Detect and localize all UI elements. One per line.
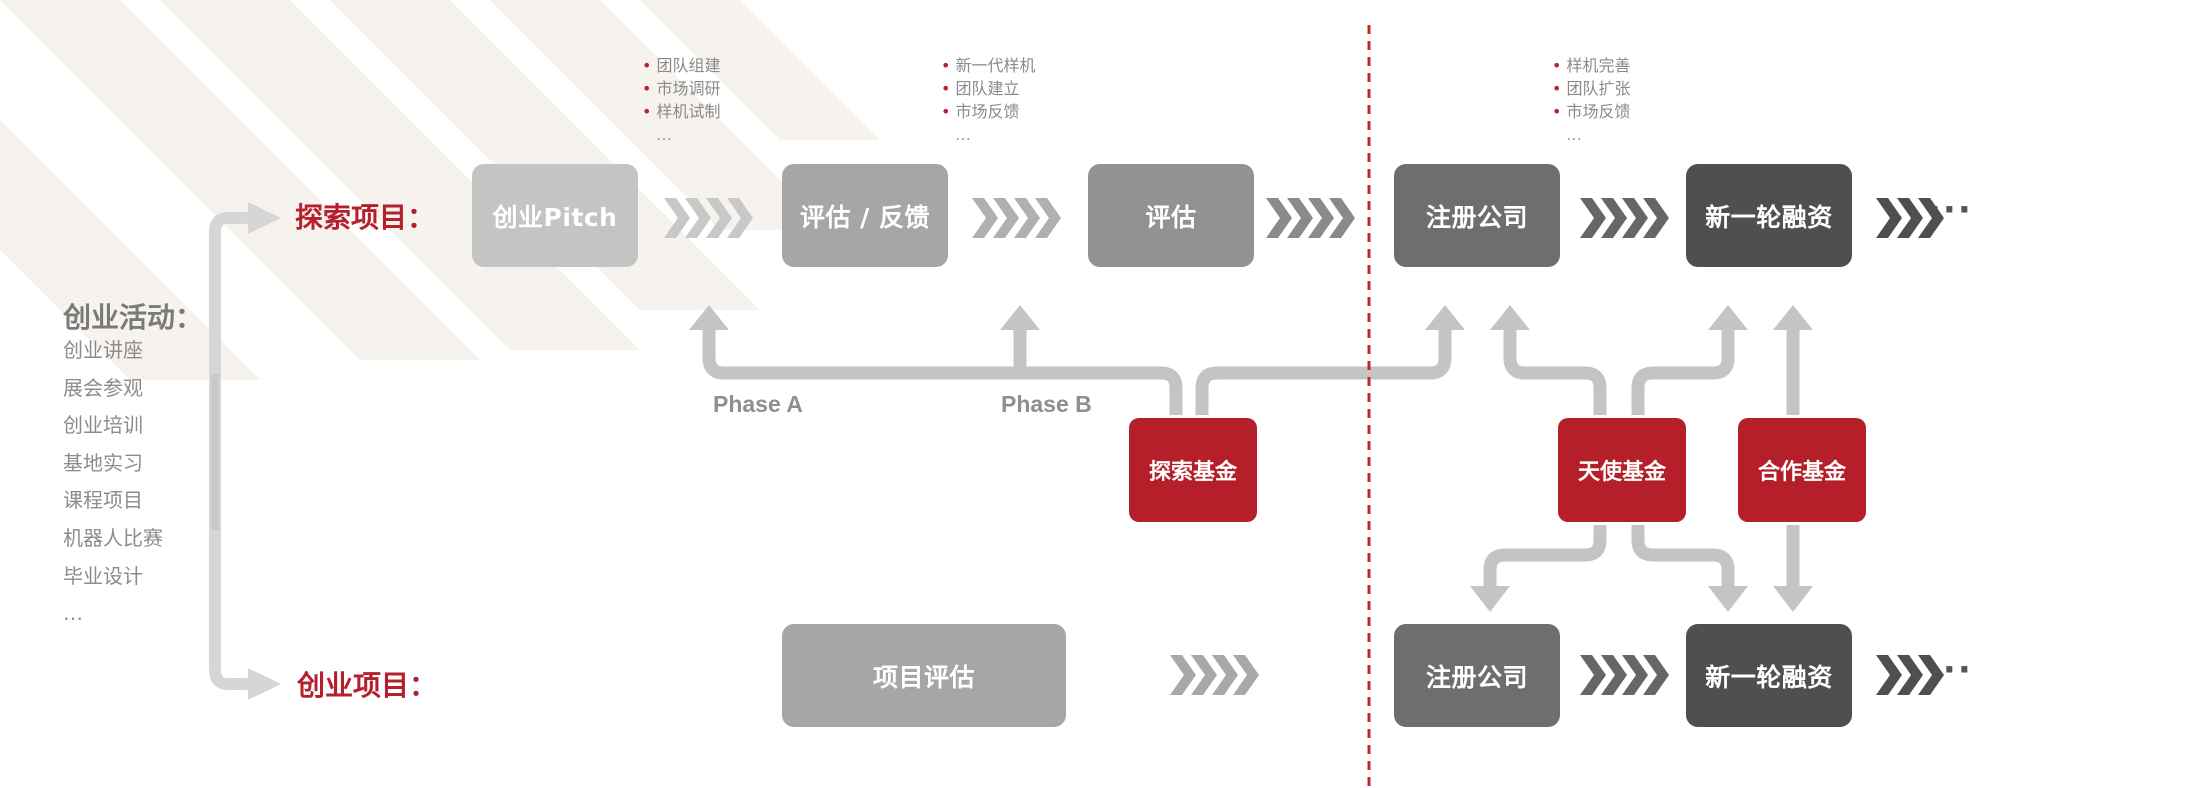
arrow-down-round-partner <box>1773 586 1813 612</box>
connector-angel-round-down <box>1631 525 1735 588</box>
step-eval: 评估 <box>1088 164 1254 267</box>
note-item: … <box>955 125 971 144</box>
note-item: •市场反馈 <box>941 102 1020 121</box>
bracket-accent <box>211 374 219 530</box>
activity-item: 基地实习 <box>63 450 143 475</box>
phase-b-label: Phase B <box>1001 391 1092 417</box>
explore-row-label: 探索项目： <box>295 201 436 234</box>
note-item: •样机试制 <box>642 102 721 121</box>
step-register-company-startup: 注册公司 <box>1394 624 1560 727</box>
angel-fund-box: 天使基金 <box>1558 418 1686 522</box>
connector-explore-register <box>1195 330 1452 415</box>
activity-item: … <box>63 601 83 626</box>
step-eval-feedback: 评估 / 反馈 <box>782 164 948 267</box>
note-item: … <box>1566 125 1582 144</box>
connector-angel-round <box>1631 330 1735 415</box>
partner-fund-box: 合作基金 <box>1738 418 1866 522</box>
chevrons-icon <box>1580 655 1669 695</box>
chevrons-icon <box>1876 198 1944 238</box>
notes-group-1: •团队组建 •市场调研 •样机试制 … <box>642 54 720 146</box>
step-new-round: 新一轮融资 <box>1686 164 1852 267</box>
activities-list: 创业讲座 展会参观 创业培训 基地实习 课程项目 机器人比赛 毕业设计 … <box>63 336 163 637</box>
arrow-up-register-angel <box>1490 305 1530 330</box>
activity-item: 创业讲座 <box>63 338 143 362</box>
notes-group-2: •新一代样机 •团队建立 •市场反馈 … <box>941 54 1035 146</box>
chevrons-icon <box>664 198 753 238</box>
activity-item: 展会参观 <box>63 375 143 400</box>
connector-angel-register <box>1503 330 1607 415</box>
note-item: •团队组建 <box>642 56 721 75</box>
step-pitch: 创业Pitch <box>472 164 638 267</box>
note-item: •团队扩张 <box>1552 79 1631 98</box>
chevrons-icon <box>1266 198 1355 238</box>
connector-phase-a <box>702 330 1183 415</box>
note-item: •团队建立 <box>941 79 1020 98</box>
notes-group-3: •样机完善 •团队扩张 •市场反馈 … <box>1552 54 1630 146</box>
note-item: •市场调研 <box>642 79 721 98</box>
arrow-up-phase-b <box>1000 305 1040 330</box>
note-item: •新一代样机 <box>941 56 1036 75</box>
connector-angel-register-down <box>1483 525 1607 588</box>
chevrons-icon <box>972 198 1061 238</box>
activity-bracket <box>209 212 251 690</box>
activity-item: 毕业设计 <box>63 563 143 588</box>
arrow-down-round-angel <box>1708 586 1748 612</box>
explore-fund-box: 探索基金 <box>1129 418 1257 522</box>
chevrons-icon <box>1876 655 1944 695</box>
activity-item: 课程项目 <box>63 488 143 513</box>
arrow-to-startup-row <box>248 668 281 700</box>
activity-item: 创业培训 <box>63 413 143 438</box>
background-stripes <box>0 0 880 380</box>
arrow-down-register <box>1470 586 1510 612</box>
phase-a-label: Phase A <box>713 391 803 417</box>
chevrons-icon <box>1580 198 1669 238</box>
note-item: •市场反馈 <box>1552 102 1631 121</box>
activity-item: 机器人比赛 <box>63 525 163 550</box>
arrow-up-register <box>1425 305 1465 330</box>
arrow-up-round-angel <box>1708 305 1748 330</box>
arrow-to-explore-row <box>248 202 281 234</box>
arrow-up-round-partner <box>1773 305 1813 330</box>
note-item: •样机完善 <box>1552 56 1631 75</box>
arrow-up-phase-a <box>689 305 729 330</box>
note-item: … <box>656 125 672 144</box>
step-project-eval: 项目评估 <box>782 624 1066 727</box>
chevrons-icon <box>1170 655 1259 695</box>
activities-title: 创业活动： <box>63 301 204 334</box>
step-new-round-startup: 新一轮融资 <box>1686 624 1852 727</box>
startup-row-label: 创业项目： <box>297 669 438 702</box>
step-register-company: 注册公司 <box>1394 164 1560 267</box>
